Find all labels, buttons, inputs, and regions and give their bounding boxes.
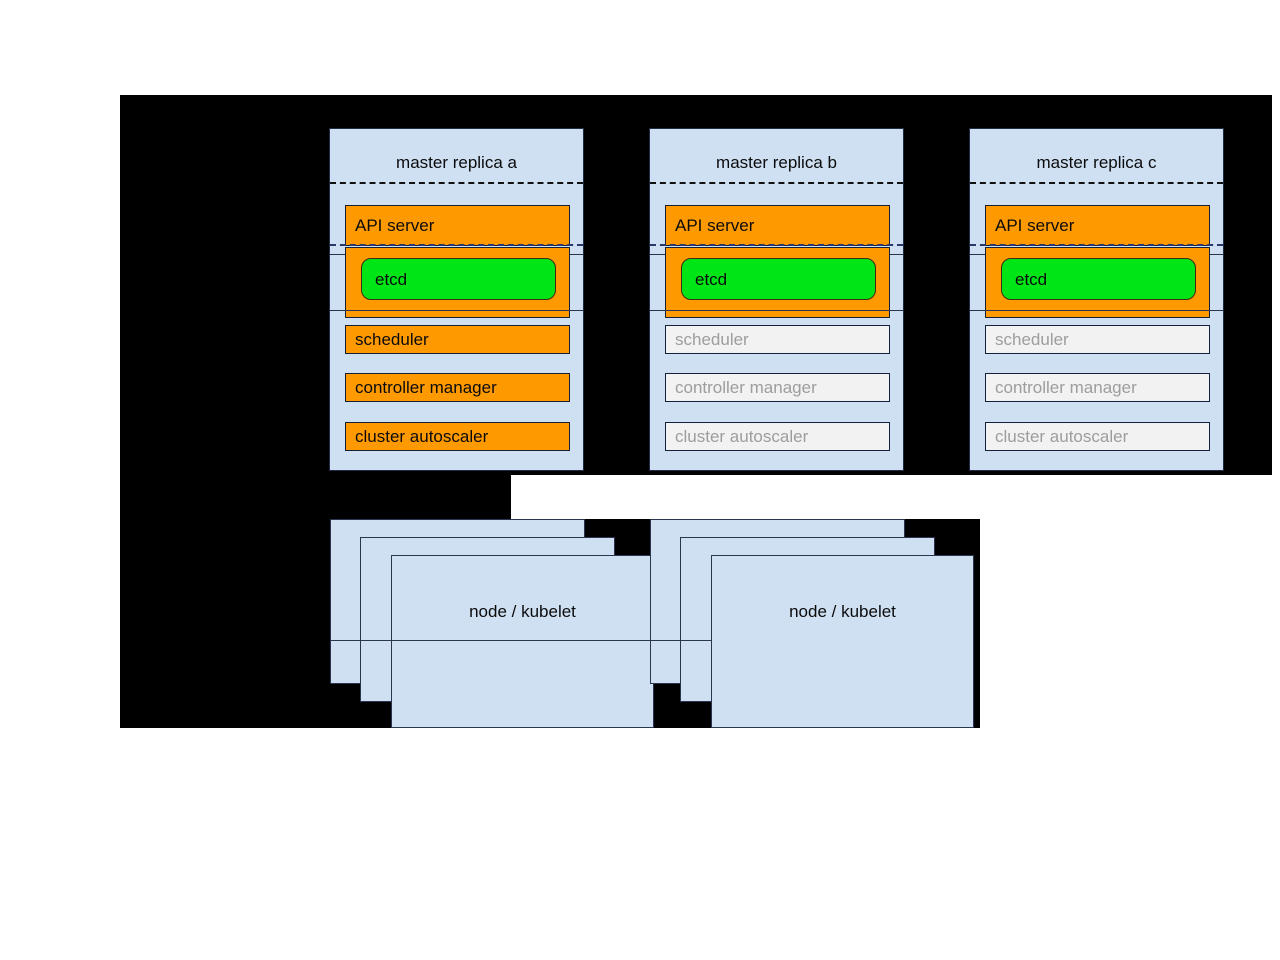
replica-c-separator-mid (970, 244, 1223, 246)
replica-b-api-server-label: API server (675, 216, 755, 235)
master-replica-b-panel[interactable]: master replica b API server etcd schedul… (649, 128, 904, 471)
replica-a-api-server-label: API server (355, 216, 435, 235)
master-replica-b-title: master replica b (716, 153, 837, 172)
replica-a-scheduler-label: scheduler (355, 330, 429, 349)
replica-a-controller-manager-label: controller manager (355, 378, 497, 397)
master-replica-c-title: master replica c (1036, 153, 1157, 172)
replica-c-controller-manager[interactable]: controller manager (985, 373, 1210, 402)
backdrop-gap (511, 475, 1280, 519)
replica-c-hairline-lower (970, 310, 1223, 311)
node-group-2-hairline (650, 640, 711, 641)
replica-b-controller-manager-label: controller manager (675, 378, 817, 397)
master-replica-c-panel[interactable]: master replica c API server etcd schedul… (969, 128, 1224, 471)
replica-b-cluster-autoscaler-label: cluster autoscaler (675, 427, 809, 446)
node-group-2-label: node / kubelet (789, 602, 896, 621)
replica-c-controller-manager-label: controller manager (995, 378, 1137, 397)
replica-b-controller-manager[interactable]: controller manager (665, 373, 890, 402)
replica-b-separator-mid (650, 244, 903, 246)
replica-a-scheduler[interactable]: scheduler (345, 325, 570, 354)
master-replica-a-title: master replica a (396, 153, 517, 172)
replica-b-etcd[interactable]: etcd (681, 258, 876, 300)
replica-c-etcd[interactable]: etcd (1001, 258, 1196, 300)
replica-a-etcd[interactable]: etcd (361, 258, 556, 300)
replica-b-scheduler[interactable]: scheduler (665, 325, 890, 354)
replica-b-api-server[interactable]: API server (665, 205, 890, 246)
node-group-1-hairline (330, 640, 654, 641)
node-group-1-label: node / kubelet (469, 602, 576, 621)
replica-a-separator-top (330, 182, 583, 184)
cluster-backdrop-left-notch (120, 475, 511, 519)
replica-a-etcd-label: etcd (375, 269, 408, 289)
replica-c-api-server-label: API server (995, 216, 1075, 235)
replica-c-separator-top (970, 182, 1223, 184)
replica-c-cluster-autoscaler-label: cluster autoscaler (995, 427, 1129, 446)
master-replica-a-panel[interactable]: master replica a API server etcd schedul… (329, 128, 584, 471)
replica-c-cluster-autoscaler[interactable]: cluster autoscaler (985, 422, 1210, 451)
replica-b-etcd-label: etcd (695, 269, 728, 289)
replica-a-separator-mid (330, 244, 583, 246)
replica-c-api-server[interactable]: API server (985, 205, 1210, 246)
replica-c-scheduler-label: scheduler (995, 330, 1069, 349)
replica-b-cluster-autoscaler[interactable]: cluster autoscaler (665, 422, 890, 451)
replica-a-hairline-lower (330, 310, 583, 311)
replica-b-separator-top (650, 182, 903, 184)
node-group-2-card-front[interactable]: node / kubelet (711, 555, 974, 728)
replica-a-cluster-autoscaler-label: cluster autoscaler (355, 427, 489, 446)
replica-c-scheduler[interactable]: scheduler (985, 325, 1210, 354)
replica-b-scheduler-label: scheduler (675, 330, 749, 349)
replica-a-controller-manager[interactable]: controller manager (345, 373, 570, 402)
replica-c-etcd-label: etcd (1015, 269, 1048, 289)
node-group-1-card-front[interactable]: node / kubelet (391, 555, 654, 728)
replica-a-api-server[interactable]: API server (345, 205, 570, 246)
replica-a-cluster-autoscaler[interactable]: cluster autoscaler (345, 422, 570, 451)
replica-b-hairline-lower (650, 310, 903, 311)
